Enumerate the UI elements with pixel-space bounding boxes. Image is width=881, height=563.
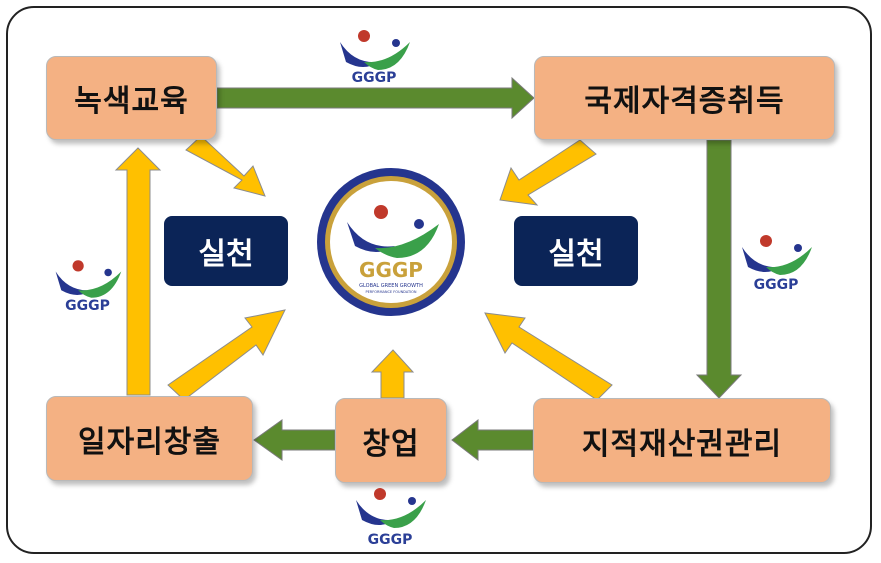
arrow-startup-to-center [370,349,415,399]
gggp-logo-top: GGGP [334,28,414,88]
gggp-logo-left-text: GGGP [65,298,110,314]
gggp-emblem-left [55,260,122,298]
node-ip-management: 지적재산권관리 [533,398,831,483]
gggp-logo-left: GGGP [50,258,125,318]
center-logo-emblem: GGGP GLOBAL GREEN GROWTH PERFORMANCE FOU… [317,168,465,316]
node-job-creation: 일자리창출 [46,396,253,481]
arrow-startup-to-jobs [253,419,336,461]
gggp-logo-right: GGGP [736,233,816,295]
arrow-education-to-center [185,135,266,197]
gggp-logo-top-text: GGGP [351,70,397,86]
node-green-education: 녹색교육 [46,56,217,140]
arrow-certification-to-center [499,139,597,206]
gggp-logo-bottom: GGGP [350,486,430,548]
gggp-emblem-right [742,235,812,275]
arrow-education-to-certification [216,76,535,120]
center-logo-text: GGGP [359,258,423,282]
arrow-certification-to-ip [695,139,743,399]
gggp-emblem-top [340,30,410,70]
arrow-jobs-to-center [167,309,286,401]
gggp-logo-right-text: GGGP [753,277,799,293]
arrow-ip-to-center [484,312,613,401]
gggp-emblem-bottom [356,488,426,528]
center-gggp-logo: GGGP GLOBAL GREEN GROWTH PERFORMANCE FOU… [315,166,467,318]
arrow-ip-to-startup [451,418,534,462]
center-logo-subtext2: PERFORMANCE FOUNDATION [365,290,416,294]
node-international-certification: 국제자격증취득 [534,56,835,140]
arrow-jobs-to-education [114,147,162,396]
node-startup: 창업 [335,398,447,483]
practice-badge-left: 실천 [164,216,288,286]
center-logo-subtext: GLOBAL GREEN GROWTH [359,283,423,289]
gggp-logo-bottom-text: GGGP [367,532,413,548]
practice-badge-right: 실천 [514,216,638,286]
